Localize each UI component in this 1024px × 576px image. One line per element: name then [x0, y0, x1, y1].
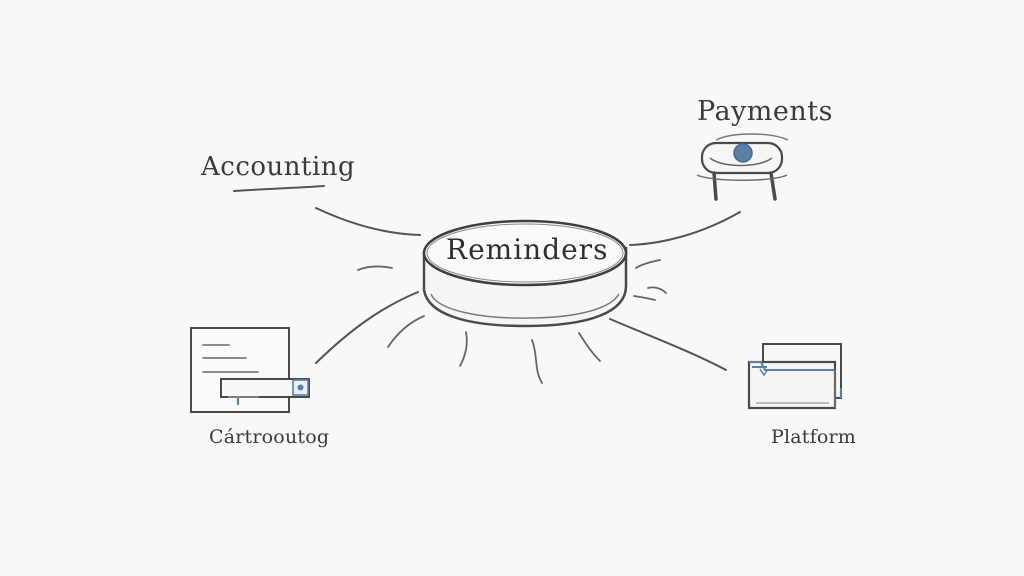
hub-label: Reminders [446, 233, 609, 266]
connector-cartrooutog [315, 291, 419, 364]
connector-platform [609, 318, 727, 371]
platform-label: Platform [771, 426, 856, 448]
document-with-card-icon [190, 327, 310, 413]
payments-label: Payments [697, 96, 833, 127]
couch-with-blue-dot-icon [696, 133, 789, 201]
accounting-label: Accounting [201, 152, 356, 182]
folder-stack-icon [747, 343, 843, 410]
accounting-underline [233, 185, 325, 192]
connector-payments [629, 211, 741, 246]
connector-lines [315, 207, 741, 371]
reminders-hub [422, 219, 628, 328]
hub-spokes [357, 259, 667, 384]
connector-accounting [315, 207, 421, 236]
cartrooutog-label: Cártrooutog [209, 426, 330, 448]
